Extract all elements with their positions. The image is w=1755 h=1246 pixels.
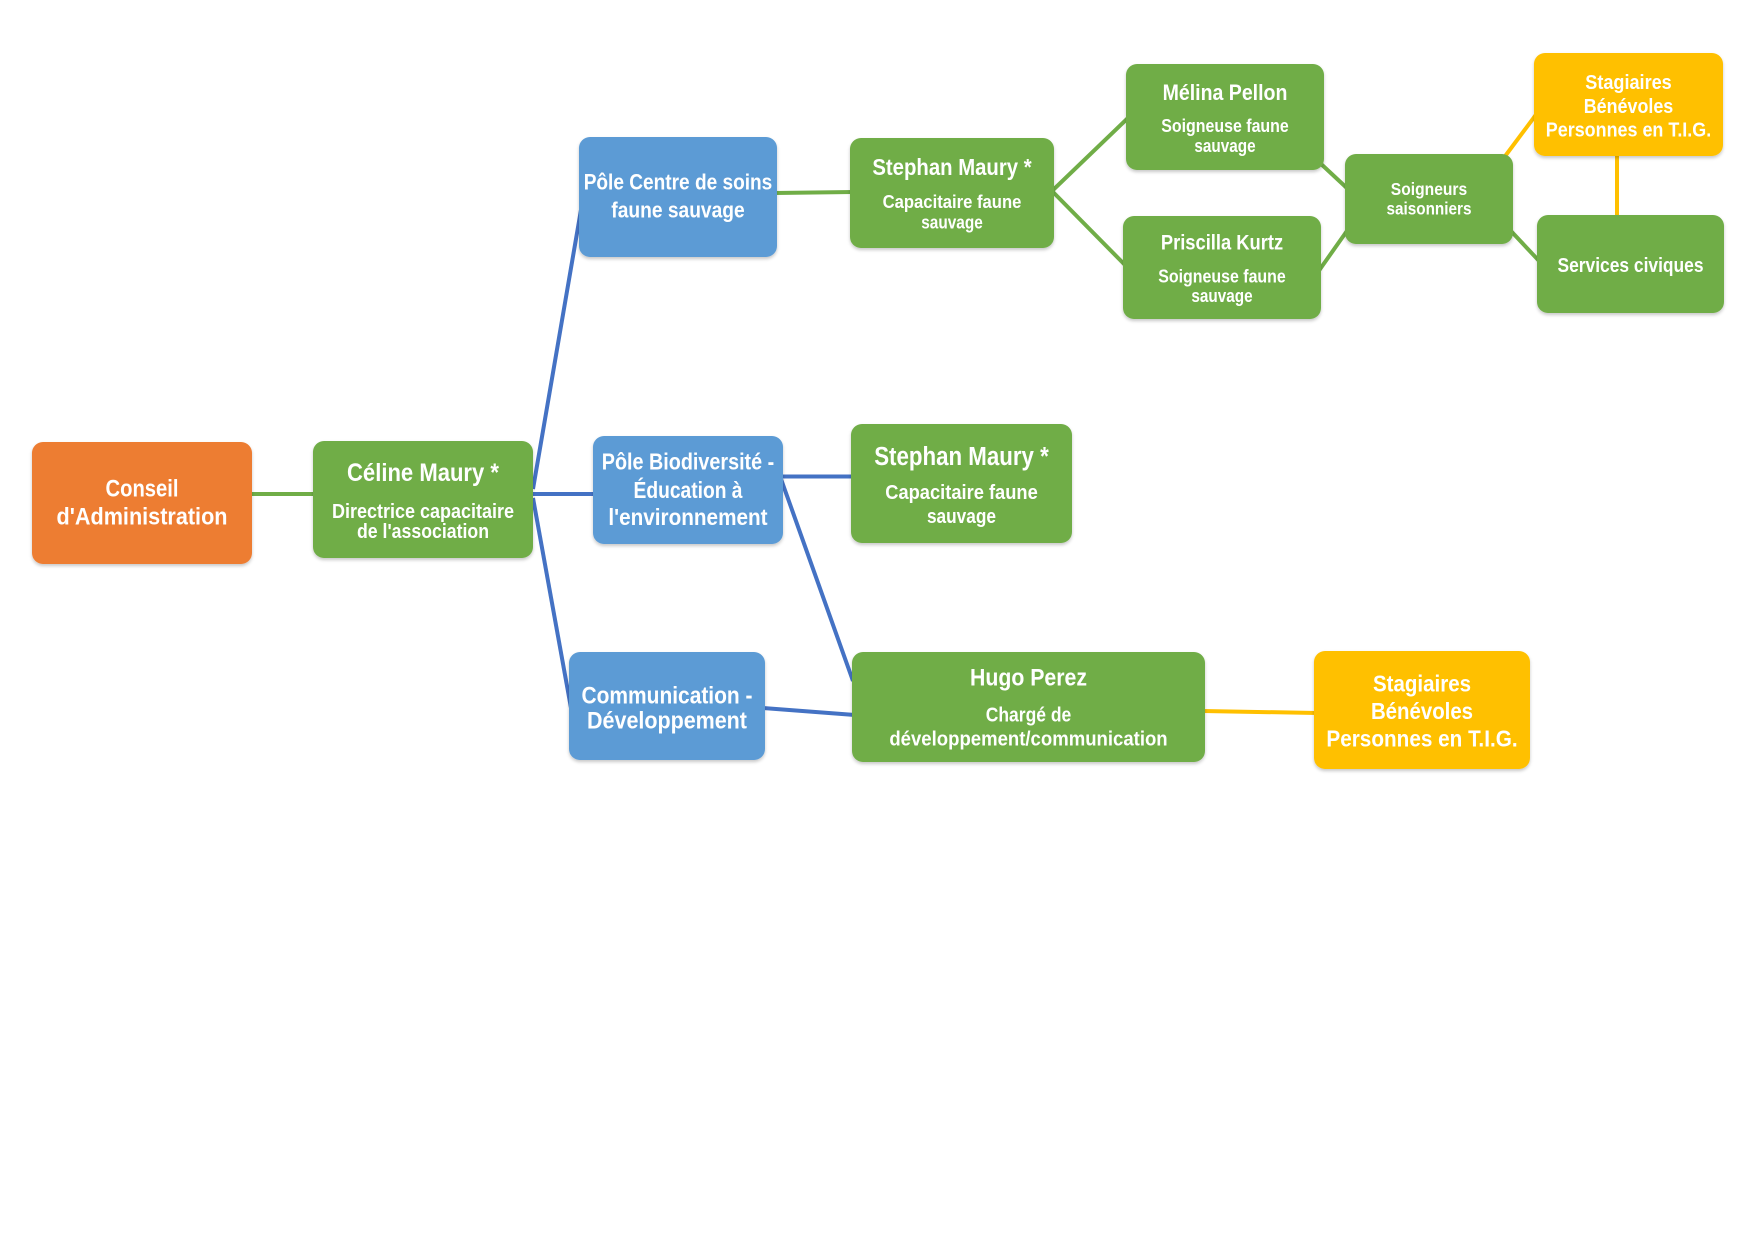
svg-text:Pôle Centre de soins: Pôle Centre de soins [584, 170, 773, 195]
svg-text:Chargé de: Chargé de [986, 704, 1072, 727]
svg-text:développement/communication: développement/communication [889, 728, 1167, 751]
svg-text:sauvage: sauvage [1194, 135, 1255, 156]
svg-text:Hugo Perez: Hugo Perez [970, 665, 1087, 692]
svg-text:l'environnement: l'environnement [608, 504, 767, 530]
svg-text:Développement: Développement [587, 707, 747, 734]
svg-text:Pôle Biodiversité -: Pôle Biodiversité - [602, 449, 774, 475]
svg-text:Céline Maury *: Céline Maury * [347, 459, 499, 487]
svg-text:Soigneurs: Soigneurs [1391, 179, 1468, 199]
svg-text:Stephan Maury *: Stephan Maury * [872, 154, 1031, 180]
svg-text:saisonniers: saisonniers [1386, 199, 1471, 219]
svg-text:Capacitaire faune: Capacitaire faune [883, 191, 1022, 212]
svg-text:d'Administration: d'Administration [57, 503, 228, 530]
svg-text:Capacitaire faune: Capacitaire faune [885, 481, 1038, 504]
svg-text:Communication -: Communication - [582, 682, 753, 709]
svg-text:faune sauvage: faune sauvage [611, 198, 744, 223]
svg-text:Conseil: Conseil [106, 475, 179, 502]
svg-text:Bénévoles: Bénévoles [1584, 95, 1674, 118]
svg-text:de l'association: de l'association [357, 520, 489, 543]
svg-text:Personnes en T.I.G.: Personnes en T.I.G. [1326, 726, 1517, 752]
svg-text:Services civiques: Services civiques [1558, 255, 1704, 277]
svg-text:sauvage: sauvage [1191, 285, 1252, 306]
svg-text:Bénévoles: Bénévoles [1371, 698, 1473, 724]
svg-text:Éducation à: Éducation à [634, 476, 743, 503]
svg-text:Directrice capacitaire: Directrice capacitaire [332, 500, 514, 523]
svg-text:sauvage: sauvage [921, 212, 983, 233]
svg-text:Stephan Maury *: Stephan Maury * [874, 443, 1049, 471]
svg-text:sauvage: sauvage [927, 505, 996, 528]
svg-text:Mélina Pellon: Mélina Pellon [1163, 80, 1288, 105]
svg-text:Stagiaires: Stagiaires [1373, 671, 1471, 697]
svg-text:Priscilla Kurtz: Priscilla Kurtz [1161, 231, 1283, 254]
svg-text:Stagiaires: Stagiaires [1585, 71, 1672, 94]
svg-text:Personnes en T.I.G.: Personnes en T.I.G. [1546, 119, 1711, 142]
svg-text:Soigneuse faune: Soigneuse faune [1161, 115, 1289, 136]
svg-text:Soigneuse faune: Soigneuse faune [1158, 266, 1286, 287]
